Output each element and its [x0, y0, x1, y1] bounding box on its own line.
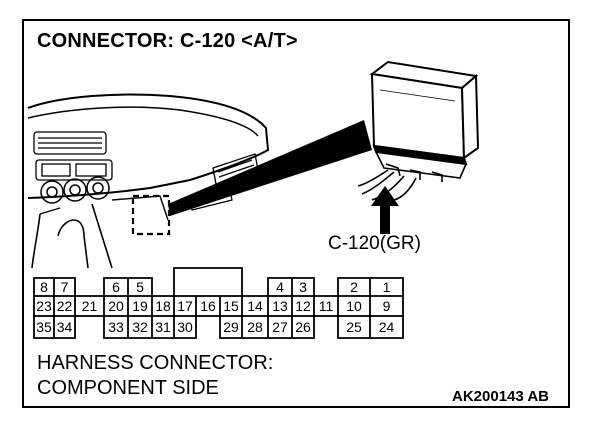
climate-knobs	[40, 176, 110, 204]
pin-label: 11	[318, 298, 334, 314]
pin-label: 19	[132, 298, 148, 314]
pin-label: 8	[40, 279, 48, 295]
connector-pin-grid	[33, 267, 404, 339]
dash-vent-left	[33, 131, 107, 155]
pin-label: 9	[382, 298, 391, 314]
pin-label: 21	[81, 298, 98, 314]
diagram-title: CONNECTOR: C-120 <A/T>	[37, 30, 298, 52]
pin-label: 4	[276, 279, 284, 295]
pin-label: 2	[350, 279, 358, 295]
radio-panel	[35, 159, 113, 181]
pin-label: 17	[177, 298, 193, 314]
pin-label: 7	[60, 279, 69, 295]
pin-label: 23	[36, 298, 52, 314]
connector-location-marker	[131, 194, 171, 236]
pin-label: 33	[108, 319, 124, 335]
pin-label: 32	[132, 319, 148, 335]
pin-label: 24	[378, 319, 395, 335]
pin-label: 25	[346, 319, 362, 335]
pin-label: 16	[200, 298, 216, 314]
center-console	[57, 219, 89, 269]
pin-label: 10	[346, 298, 362, 314]
pin-label: 31	[155, 319, 171, 335]
wire-harness	[357, 169, 417, 201]
pin-label: 6	[112, 279, 120, 295]
pin-label: 30	[177, 319, 193, 335]
pin-label: 13	[272, 298, 288, 314]
pin-label: 35	[36, 319, 52, 335]
caption-line-1: HARNESS CONNECTOR:	[37, 352, 274, 374]
pin-label: 14	[247, 298, 263, 314]
harness-connector	[375, 151, 467, 182]
pin-label: 5	[136, 279, 144, 295]
control-module	[369, 60, 480, 166]
pin-label: 22	[56, 298, 73, 314]
pin-label: 28	[247, 319, 263, 335]
pointer-arrow	[371, 186, 399, 234]
pin-label: 27	[272, 319, 288, 335]
pin-label: 18	[155, 298, 171, 314]
caption-line-2: COMPONENT SIDE	[37, 377, 219, 399]
pin-label: 12	[295, 298, 311, 314]
figure-code: AK200143 AB	[452, 388, 549, 405]
connector-id-label: C-120(GR)	[328, 233, 421, 254]
pin-label: 15	[223, 298, 239, 314]
dashboard-outline	[27, 93, 270, 199]
zoom-callout	[168, 120, 372, 216]
pin-label: 26	[295, 319, 311, 335]
pin-label: 1	[382, 279, 391, 295]
pin-label: 20	[108, 298, 124, 314]
diagram-frame	[22, 19, 570, 408]
pin-label: 29	[223, 319, 239, 335]
pin-label: 3	[299, 279, 307, 295]
pin-label: 34	[56, 319, 73, 335]
